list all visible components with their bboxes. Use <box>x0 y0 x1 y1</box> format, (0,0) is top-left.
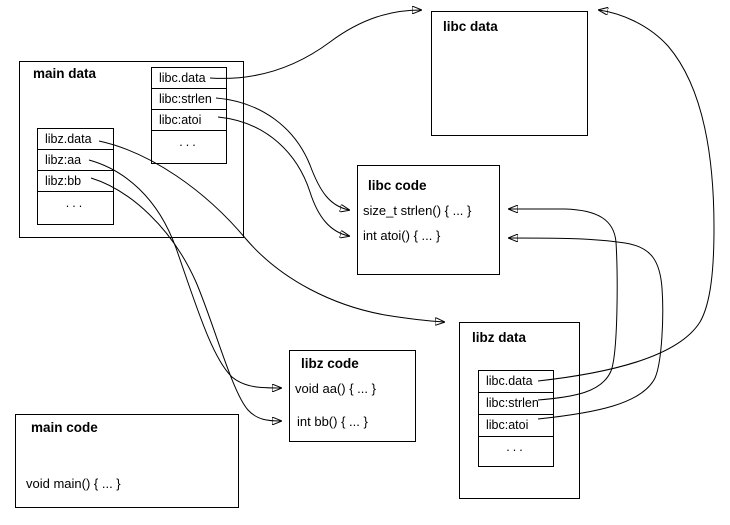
libz-code-title: libz code <box>301 356 359 371</box>
got-entry: libz.data <box>38 129 113 150</box>
main-libc-got-table: libc.data libc:strlen libc:atoi ... <box>151 67 227 164</box>
got-entry-ellipsis: ... <box>179 135 199 149</box>
main-code-title: main code <box>31 420 98 435</box>
main-libz-got-table: libz.data libz:aa libz:bb ... <box>37 128 114 225</box>
libz-libc-got-table: libc.data libc:strlen libc:atoi ... <box>478 370 554 467</box>
libc-code-strlen-line: size_t strlen() { ... } <box>363 203 472 218</box>
main-code-main-line: void main() { ... } <box>26 476 121 491</box>
got-entry: libc:strlen <box>152 89 226 110</box>
libz-code-bb-line: int bb() { ... } <box>297 414 368 429</box>
got-entry-ellipsis: ... <box>65 196 86 210</box>
main-data-title: main data <box>33 66 97 81</box>
got-entry: libc:atoi <box>479 415 553 437</box>
got-entry: libc:strlen <box>479 393 553 415</box>
got-entry: libz:bb <box>38 171 113 192</box>
got-entry: libz:aa <box>38 150 113 171</box>
libz-data-title: libz data <box>472 330 527 345</box>
libz-code-aa-line: void aa() { ... } <box>295 381 376 396</box>
got-entry-ellipsis: ... <box>506 440 526 454</box>
libc-code-atoi-line: int atoi() { ... } <box>363 228 441 243</box>
libc-data-title: libc data <box>443 19 498 34</box>
got-entry: libc.data <box>152 68 226 89</box>
libc-code-title: libc code <box>368 178 427 193</box>
got-entry: libc:atoi <box>152 110 226 131</box>
libz-code-box <box>289 350 416 442</box>
got-entry: libc.data <box>479 371 553 393</box>
